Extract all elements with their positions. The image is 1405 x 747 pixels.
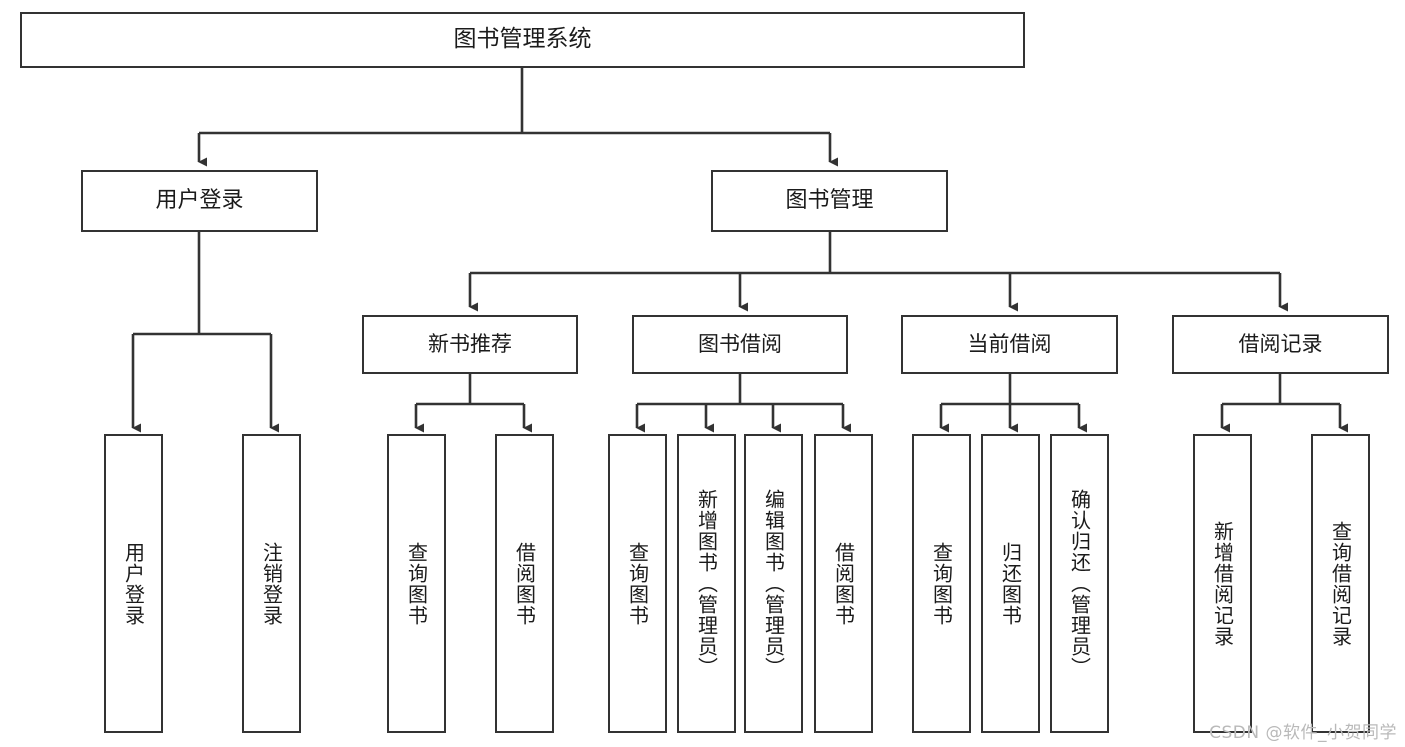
node-label: 用户登录 — [121, 541, 146, 626]
node-label: 归还图书 — [998, 541, 1023, 626]
leaf-book-borrow-borrow[interactable]: 借阅图书 — [814, 434, 873, 733]
leaf-borrow-record-add[interactable]: 新增借阅记录 — [1193, 434, 1252, 733]
leaf-book-borrow-add-admin[interactable]: 新增图书（管理员） — [677, 434, 736, 733]
node-label: 查询图书 — [625, 541, 650, 626]
node-label: 当前借阅 — [967, 332, 1052, 357]
node-label: 查询图书 — [404, 541, 429, 626]
node-label: 注销登录 — [259, 541, 284, 626]
node-user-login[interactable]: 用户登录 — [81, 170, 318, 232]
node-label: 图书管理系统 — [453, 26, 592, 53]
node-label: 图书管理 — [785, 188, 874, 214]
node-label: 查询图书 — [929, 541, 954, 626]
leaf-book-borrow-edit-admin[interactable]: 编辑图书（管理员） — [744, 434, 803, 733]
watermark-text: CSDN @软件_小贺同学 — [1209, 723, 1397, 743]
leaf-current-borrow-return[interactable]: 归还图书 — [981, 434, 1040, 733]
node-label: 编辑图书（管理员） — [761, 489, 786, 678]
node-borrow-record[interactable]: 借阅记录 — [1172, 315, 1389, 374]
node-label: 借阅图书 — [512, 541, 537, 626]
node-label: 图书借阅 — [698, 332, 782, 357]
leaf-new-book-borrow[interactable]: 借阅图书 — [495, 434, 554, 733]
node-book-management[interactable]: 图书管理 — [711, 170, 948, 232]
node-current-borrow[interactable]: 当前借阅 — [901, 315, 1118, 374]
node-book-borrow[interactable]: 图书借阅 — [632, 315, 848, 374]
node-label: 新书推荐 — [428, 332, 512, 357]
leaf-user-login-login[interactable]: 用户登录 — [104, 434, 163, 733]
node-root-book-management-system[interactable]: 图书管理系统 — [20, 12, 1025, 68]
node-label: 新增图书（管理员） — [694, 489, 719, 678]
leaf-current-borrow-query[interactable]: 查询图书 — [912, 434, 971, 733]
node-label: 用户登录 — [155, 188, 244, 214]
node-label: 借阅记录 — [1238, 332, 1323, 357]
node-label: 新增借阅记录 — [1210, 520, 1235, 647]
node-label: 确认归还（管理员） — [1067, 489, 1092, 678]
leaf-new-book-query[interactable]: 查询图书 — [387, 434, 446, 733]
node-label: 借阅图书 — [831, 541, 856, 626]
leaf-current-borrow-confirm-admin[interactable]: 确认归还（管理员） — [1050, 434, 1109, 733]
node-label: 查询借阅记录 — [1328, 520, 1353, 647]
leaf-book-borrow-query[interactable]: 查询图书 — [608, 434, 667, 733]
leaf-user-login-logout[interactable]: 注销登录 — [242, 434, 301, 733]
node-new-book-recommend[interactable]: 新书推荐 — [362, 315, 578, 374]
leaf-borrow-record-query[interactable]: 查询借阅记录 — [1311, 434, 1370, 733]
